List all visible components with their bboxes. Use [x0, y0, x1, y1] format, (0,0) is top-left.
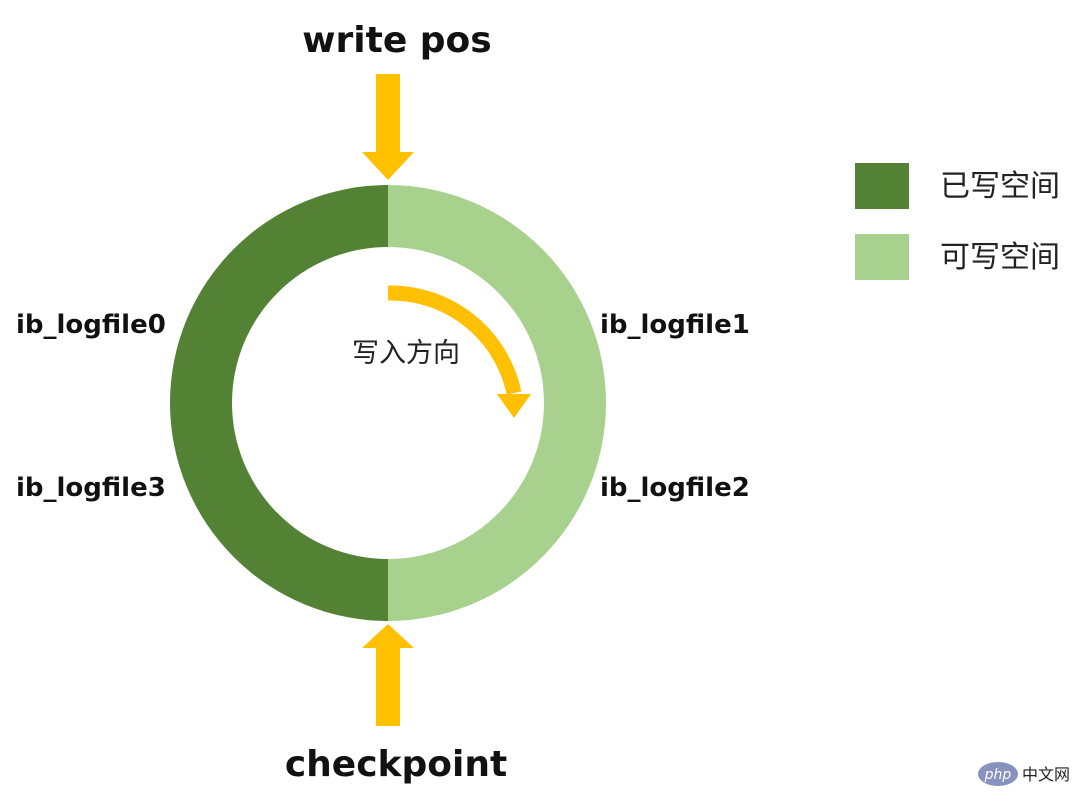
watermark-site-text: 中文网	[1022, 765, 1070, 784]
write-pos-arrow	[362, 74, 414, 180]
checkpoint-arrow	[362, 624, 414, 726]
php-cn-watermark: php 中文网	[978, 762, 1070, 786]
logfile0-label: ib_logfile0	[16, 310, 166, 340]
write-direction-arc	[387, 285, 522, 395]
logfile1-label: ib_logfile1	[600, 310, 750, 340]
checkpoint-label: checkpoint	[285, 744, 507, 785]
php-logo-icon	[978, 762, 1018, 786]
ring-segment-logfile2	[388, 403, 606, 621]
legend: 已写空间 可写空间	[855, 163, 1060, 280]
logfile2-label: ib_logfile2	[600, 473, 750, 503]
write-direction-arrow	[387, 285, 531, 418]
ring-segment-logfile1	[388, 185, 606, 403]
logfile3-label: ib_logfile3	[16, 473, 166, 503]
legend-label-writable: 可写空间	[940, 240, 1060, 275]
write-pos-label: write pos	[302, 20, 491, 61]
legend-swatch-written	[855, 163, 909, 209]
ring-segment-logfile3	[170, 403, 388, 621]
log-ring	[170, 185, 606, 621]
ring-segment-logfile0	[170, 185, 388, 403]
legend-swatch-writable	[855, 234, 909, 280]
write-direction-arrowhead	[497, 394, 531, 418]
write-direction-label: 写入方向	[352, 338, 460, 369]
legend-label-written: 已写空间	[940, 169, 1060, 204]
watermark-logo-text: php	[984, 767, 1012, 783]
